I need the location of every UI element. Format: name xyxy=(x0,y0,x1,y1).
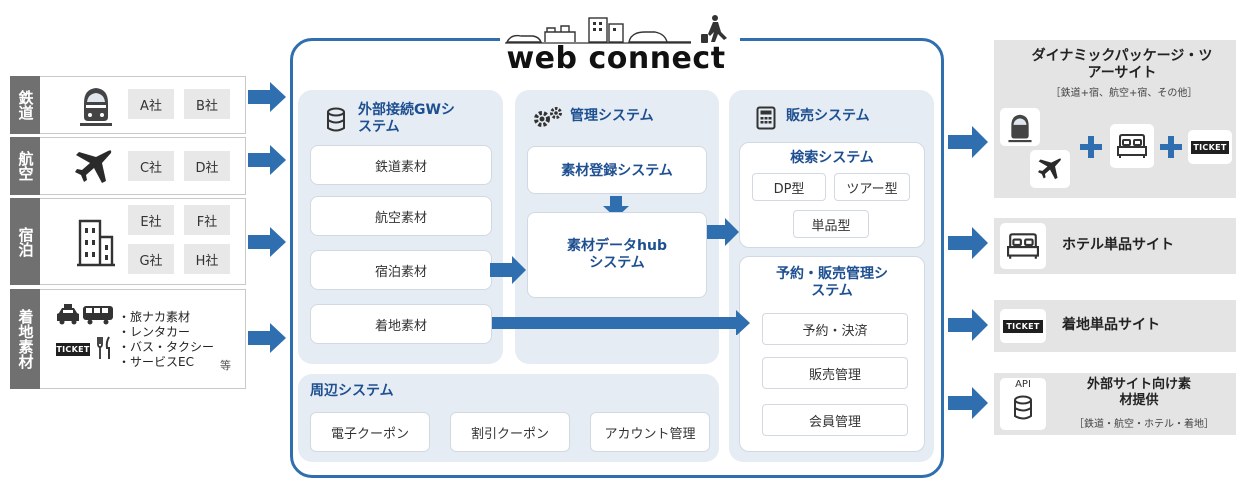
company-a: A社 xyxy=(128,89,174,119)
internal-arrows xyxy=(490,218,750,335)
gw-item: 宿泊素材 xyxy=(310,250,492,290)
dp-ticket-tile: TICKET xyxy=(1188,130,1232,164)
ticket-icon: TICKET xyxy=(1003,319,1043,333)
arrow-right xyxy=(248,82,286,112)
bed-icon xyxy=(1117,134,1147,158)
hub-box: 素材データhubシステム xyxy=(527,212,707,298)
train-icon xyxy=(1008,114,1032,143)
output-external-title: 外部サイト向け素材提供 xyxy=(1086,377,1191,408)
type-single: 単品型 xyxy=(793,210,869,238)
bed-icon xyxy=(1007,233,1039,259)
yoyaku-item: 会員管理 xyxy=(762,404,908,436)
arrow-right xyxy=(948,126,988,158)
arrow-right xyxy=(492,310,750,335)
calculator-icon xyxy=(756,106,776,130)
arrow-right xyxy=(248,145,286,175)
supplier-local-label: 着地素材 xyxy=(10,289,40,389)
shuhen-item: 割引クーポン xyxy=(450,412,570,452)
ticket-icon: TICKET xyxy=(1191,140,1229,154)
type-tour: ツアー型 xyxy=(834,173,910,201)
bus-icon xyxy=(83,306,113,325)
company-h: H社 xyxy=(184,244,230,274)
sozai-toroku-box: 素材登録システム xyxy=(527,146,707,194)
company-g: G社 xyxy=(128,244,174,274)
shuhen-item: 電子クーポン xyxy=(310,412,430,452)
type-dp: DP型 xyxy=(752,173,826,201)
arrow-right xyxy=(948,309,988,341)
local-item: ・レンタカー xyxy=(118,325,191,339)
local-etc: 等 xyxy=(220,359,231,372)
arrow-right xyxy=(707,218,739,246)
supplier-hotel-label: 宿泊 xyxy=(10,198,40,285)
local-item: ・サービスEC xyxy=(118,355,194,369)
city-skyline-icon xyxy=(505,15,727,44)
dp-train-tile xyxy=(1000,108,1040,146)
plus-icon xyxy=(1160,136,1182,158)
yoyaku-item: 販売管理 xyxy=(762,357,908,389)
yoyaku-title: 予約・販売管理システム xyxy=(776,266,888,299)
brand-logo: web connect xyxy=(506,41,726,76)
company-e: E社 xyxy=(128,205,174,235)
airplane-icon xyxy=(75,150,112,183)
output-hotel-title: ホテル単品サイト xyxy=(1062,237,1174,253)
arrow-down xyxy=(603,196,629,218)
supplier-air-label: 航空 xyxy=(10,137,40,195)
train-icon xyxy=(80,88,112,126)
kensaku-title: 検索システム xyxy=(790,150,874,166)
dp-bed-tile xyxy=(1110,124,1154,168)
kanri-title: 管理システム xyxy=(570,108,654,124)
gw-item: 航空素材 xyxy=(310,196,492,236)
taxi-icon xyxy=(57,304,79,325)
output-external-sub: ［鉄道・航空・ホテル・着地］ xyxy=(1074,419,1214,430)
shuhen-item: アカウント管理 xyxy=(590,412,710,452)
dp-airplane-tile xyxy=(1030,150,1070,188)
arrow-right xyxy=(248,323,286,353)
right-arrows xyxy=(948,126,988,419)
output-dp-sub: ［鉄道+宿、航空+宿、その他］ xyxy=(1050,88,1198,99)
local-item: ・旅ナカ素材 xyxy=(118,310,191,324)
hotel-bed-tile xyxy=(1000,223,1046,269)
supplier-rail-label: 鉄道 xyxy=(10,76,40,134)
database-icon xyxy=(327,107,345,132)
yoyaku-item: 予約・決済 xyxy=(762,313,908,345)
fork-knife-icon xyxy=(97,336,110,359)
output-dp-title: ダイナミックパッケージ・ツアーサイト xyxy=(1031,48,1213,81)
arrow-right xyxy=(248,227,286,257)
company-c: C社 xyxy=(128,151,174,181)
arrow-right xyxy=(490,256,526,284)
left-arrows xyxy=(248,82,286,353)
output-local-title: 着地単品サイト xyxy=(1062,317,1160,333)
arrow-right xyxy=(948,227,988,259)
company-b: B社 xyxy=(184,89,230,119)
airplane-icon xyxy=(1038,158,1061,180)
supplier-local xyxy=(10,289,246,389)
gw-item: 着地素材 xyxy=(310,304,492,344)
local-items: ・旅ナカ素材 ・レンタカー ・バス・タクシー ・サービスEC xyxy=(118,310,238,370)
local-ticket-tile: TICKET xyxy=(1000,309,1046,343)
shuhen-title: 周辺システム xyxy=(310,383,394,399)
brand-header xyxy=(500,10,740,78)
building-icon xyxy=(77,219,115,267)
gear-icon xyxy=(534,107,562,127)
hanbai-title: 販売システム xyxy=(786,108,870,124)
gw-item: 鉄道素材 xyxy=(310,145,492,185)
company-f: F社 xyxy=(184,205,230,235)
database-icon xyxy=(1014,395,1032,420)
ticket-icon: TICKET xyxy=(56,343,90,356)
gw-title: 外部接続GWシステム xyxy=(358,102,455,135)
local-item: ・バス・タクシー xyxy=(118,340,215,354)
company-d: D社 xyxy=(184,151,230,181)
arrow-right xyxy=(948,387,988,419)
api-label: API xyxy=(1015,379,1031,390)
plus-icon xyxy=(1080,136,1102,158)
